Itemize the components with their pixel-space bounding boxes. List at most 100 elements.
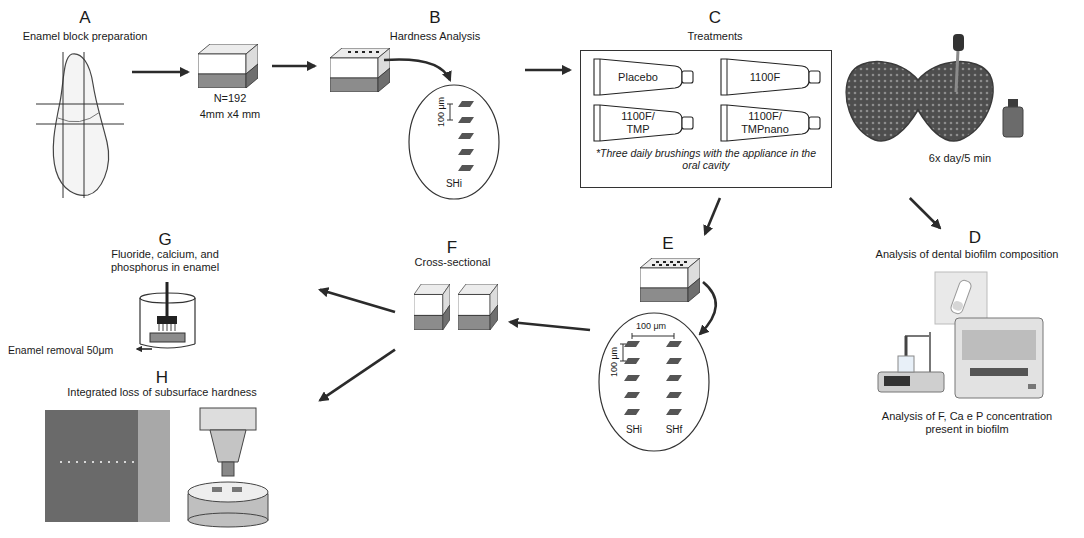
enamel-block	[330, 48, 390, 92]
step-panel: CTreatments6x day/5 min*Three daily brus…	[570, 8, 1040, 198]
indentation-columns	[666, 358, 682, 364]
dropper	[953, 34, 964, 51]
biofilm-sample-photo	[935, 272, 987, 324]
indentation-row	[376, 51, 379, 53]
indentation-rows	[659, 264, 662, 266]
text-slot: G	[145, 230, 185, 250]
leader-arrow	[137, 348, 152, 350]
text-slot: D	[955, 228, 995, 248]
tooth-drawing	[36, 52, 124, 198]
indentation-rows	[666, 264, 669, 266]
biofilm-sample-photo	[950, 279, 973, 315]
scale-bracket	[447, 104, 453, 120]
biofilm-sample-photo	[952, 300, 964, 312]
step-letter: C	[695, 8, 735, 28]
tube-crimp	[600, 59, 601, 95]
ion-meter	[884, 376, 910, 386]
indentation-column	[458, 101, 474, 171]
microscope	[222, 462, 234, 476]
tooth-drawing	[53, 54, 108, 196]
zoom-circle: 100 μmSHi	[408, 84, 500, 200]
removal-note: Enamel removal 50μm	[8, 344, 132, 356]
flow-arrow	[272, 65, 315, 68]
flow-arrow	[320, 290, 395, 312]
ion-meter	[905, 335, 930, 337]
step-title: Enamel block preparation	[10, 30, 160, 43]
text-slot: Placebo	[611, 57, 665, 97]
indentation-columns	[666, 341, 682, 347]
tube-outline	[721, 59, 809, 95]
enamel-block	[198, 44, 258, 88]
text-slot: Enamel block preparation	[10, 30, 160, 43]
indentation-column	[458, 101, 474, 107]
indentation-columns	[624, 409, 640, 415]
text-slot: SHf	[659, 424, 689, 436]
circle-outline	[409, 85, 499, 199]
text-slot: 1100F/ TMP	[611, 103, 665, 143]
solution-bottle	[1003, 99, 1023, 137]
scale-label: 100 μm	[436, 97, 446, 127]
indentation-row	[348, 51, 379, 53]
step-panel: AEnamel block preparationN=1924mm x4 mm	[10, 8, 272, 198]
scale-label: 100 μm	[609, 347, 619, 377]
text-slot: 100 μm	[608, 342, 620, 382]
indentation-columns	[666, 409, 682, 415]
indentation-column	[458, 133, 474, 139]
plate-reader	[955, 318, 1043, 398]
text-slot: Analysis of dental biofilm composition	[854, 248, 1080, 261]
step-panel: E 100 μm 100 μm SHi SHf	[590, 234, 715, 454]
step-title: Cross-sectional	[390, 256, 515, 269]
tube-outline	[721, 105, 809, 141]
beaker-with-brush	[157, 316, 177, 324]
plate-reader	[970, 368, 1028, 376]
ion-meter	[878, 372, 944, 392]
step-panel: HIntegrated loss of subsurface hardness	[40, 368, 320, 530]
indentation-column	[458, 117, 474, 123]
text-slot: B	[415, 8, 455, 28]
zoom-arrow	[700, 282, 716, 334]
flow-arrow	[910, 198, 940, 228]
text-slot: Enamel removal 50μm	[8, 344, 132, 356]
text-slot: 100 μm	[435, 92, 447, 132]
enamel-block	[640, 258, 700, 302]
step-letter: H	[142, 368, 182, 388]
frequency-note: 6x day/5 min	[905, 152, 1015, 165]
indentation-columns	[624, 392, 640, 398]
indentation-rows	[652, 261, 687, 266]
microscope	[188, 408, 268, 527]
text-slot: Integrated loss of subsurface hardness	[42, 386, 282, 399]
sectioned-block	[458, 284, 498, 330]
process-arrow	[132, 71, 188, 74]
indentation-rows	[680, 264, 683, 266]
text-slot: SHi	[619, 424, 649, 436]
analysis-note: Analysis of F, Ca e P concentration pres…	[872, 410, 1062, 435]
flow-arrow	[510, 322, 590, 330]
step-title: Analysis of dental biofilm composition	[854, 248, 1080, 261]
indentation-column	[458, 165, 474, 171]
indentation-row	[369, 51, 372, 53]
tube-cap	[682, 71, 693, 83]
tube-label: 1100F/ TMP	[611, 110, 665, 135]
indentation-rows	[663, 261, 666, 263]
tube-cap	[809, 117, 820, 129]
indentation-row	[348, 51, 351, 53]
text-slot: 100 μm	[626, 321, 676, 331]
biofilm-sample-photo	[935, 272, 987, 324]
indentation-columns	[624, 341, 682, 415]
tube-outline	[594, 59, 682, 95]
hardness-label: SHi	[619, 424, 649, 436]
step-letter: E	[648, 234, 688, 254]
text-slot: 4mm x4 mm	[180, 108, 280, 121]
hardness-label: SHf	[659, 424, 689, 436]
text-slot: Cross-sectional	[390, 256, 515, 269]
indentation-columns	[624, 341, 640, 347]
micrograph	[60, 461, 134, 463]
micrograph	[45, 410, 170, 522]
step-letter: A	[65, 8, 105, 28]
microscope	[188, 482, 268, 502]
step-panel: BHardness Analysis100 μmSHi	[315, 8, 525, 200]
scale-label: 100 μm	[626, 321, 676, 331]
treatment-note: *Three daily brushings with the applianc…	[589, 147, 823, 171]
text-slot: 1100F	[738, 57, 792, 97]
